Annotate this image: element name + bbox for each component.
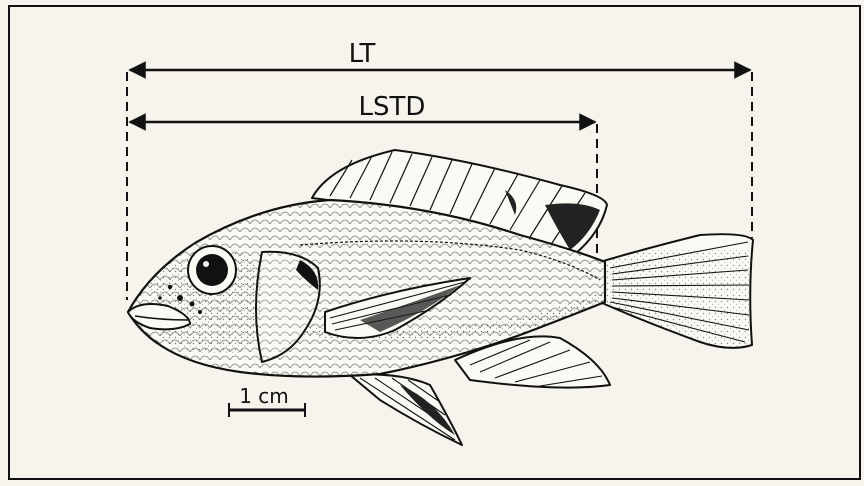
- total-length-label: LT: [349, 39, 376, 69]
- standard-length-label: LSTD: [359, 92, 426, 122]
- scale-bar-label: 1 cm: [239, 384, 289, 408]
- scale-bar: 1 cm: [228, 384, 306, 417]
- pelvic-fin: [350, 374, 462, 445]
- fish-illustration: [128, 150, 753, 445]
